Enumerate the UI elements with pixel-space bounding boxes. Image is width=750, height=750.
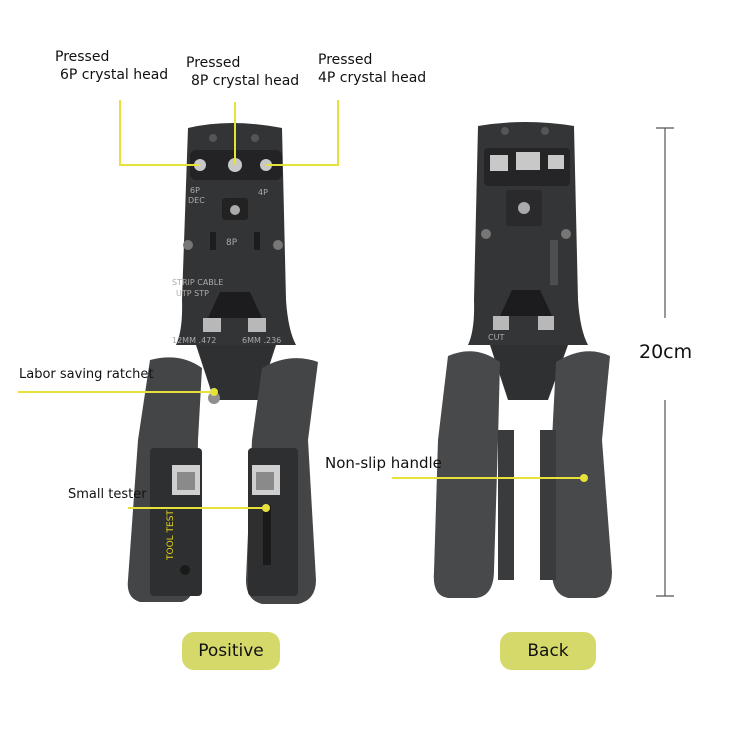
- size-right-marking: 6MM .236: [242, 336, 281, 345]
- front-6p-marking: 6P: [190, 186, 200, 195]
- tester-button-icon: [180, 565, 190, 575]
- callout-pressed-4p-line2: 4P crystal head: [318, 70, 427, 86]
- pivot-screw-icon: [208, 392, 220, 404]
- callout-tester: Small tester: [68, 487, 147, 502]
- callout-dot-handle: [580, 474, 588, 482]
- front-8p-marking: 8P: [226, 238, 238, 248]
- back-crimper: CUT: [433, 122, 612, 598]
- callout-ratchet: Labor saving ratchet: [19, 367, 154, 382]
- front-dec-marking: DEC: [188, 196, 205, 205]
- callout-pressed-4p: Pressed 4P crystal head: [318, 51, 426, 87]
- callout-line-6p: [119, 100, 200, 166]
- callout-pressed-6p-line2: 6P crystal head: [60, 67, 169, 83]
- callout-dot-tester: [262, 504, 270, 512]
- tool-test-text: TOOL TEST: [166, 510, 176, 561]
- strip-cable-marking: STRIP CABLE: [172, 278, 223, 287]
- front-4p-marking: 4P: [258, 188, 268, 197]
- dimension-line: [656, 127, 674, 597]
- callout-handle: Non-slip handle: [325, 454, 442, 472]
- front-crimper: 6P DEC 4P 8P STRIP CABLE UTP STP 12MM .4…: [127, 123, 318, 604]
- callout-pressed-6p-line1: Pressed: [55, 49, 110, 65]
- callout-pressed-8p-line2: 8P crystal head: [191, 73, 300, 89]
- back-cut-marking: CUT: [488, 333, 504, 342]
- callout-pressed-8p-line1: Pressed: [186, 55, 241, 71]
- utp-stp-marking: UTP STP: [176, 289, 209, 298]
- callout-pressed-6p: Pressed 6P crystal head: [55, 48, 168, 84]
- callout-dot-ratchet: [210, 388, 218, 396]
- back-left-handle: [433, 351, 500, 598]
- callout-pressed-4p-line1: Pressed: [318, 52, 373, 68]
- view-label-back: Back: [500, 632, 596, 670]
- callout-line-4p: [266, 100, 339, 166]
- size-left-marking: 12MM .472: [172, 336, 216, 345]
- led-strip: [263, 505, 271, 565]
- dimension-label: 20cm: [639, 341, 693, 363]
- callout-pressed-8p: Pressed 8P crystal head: [186, 54, 299, 90]
- view-label-front: Positive: [182, 632, 280, 670]
- callout-lines: [18, 100, 584, 509]
